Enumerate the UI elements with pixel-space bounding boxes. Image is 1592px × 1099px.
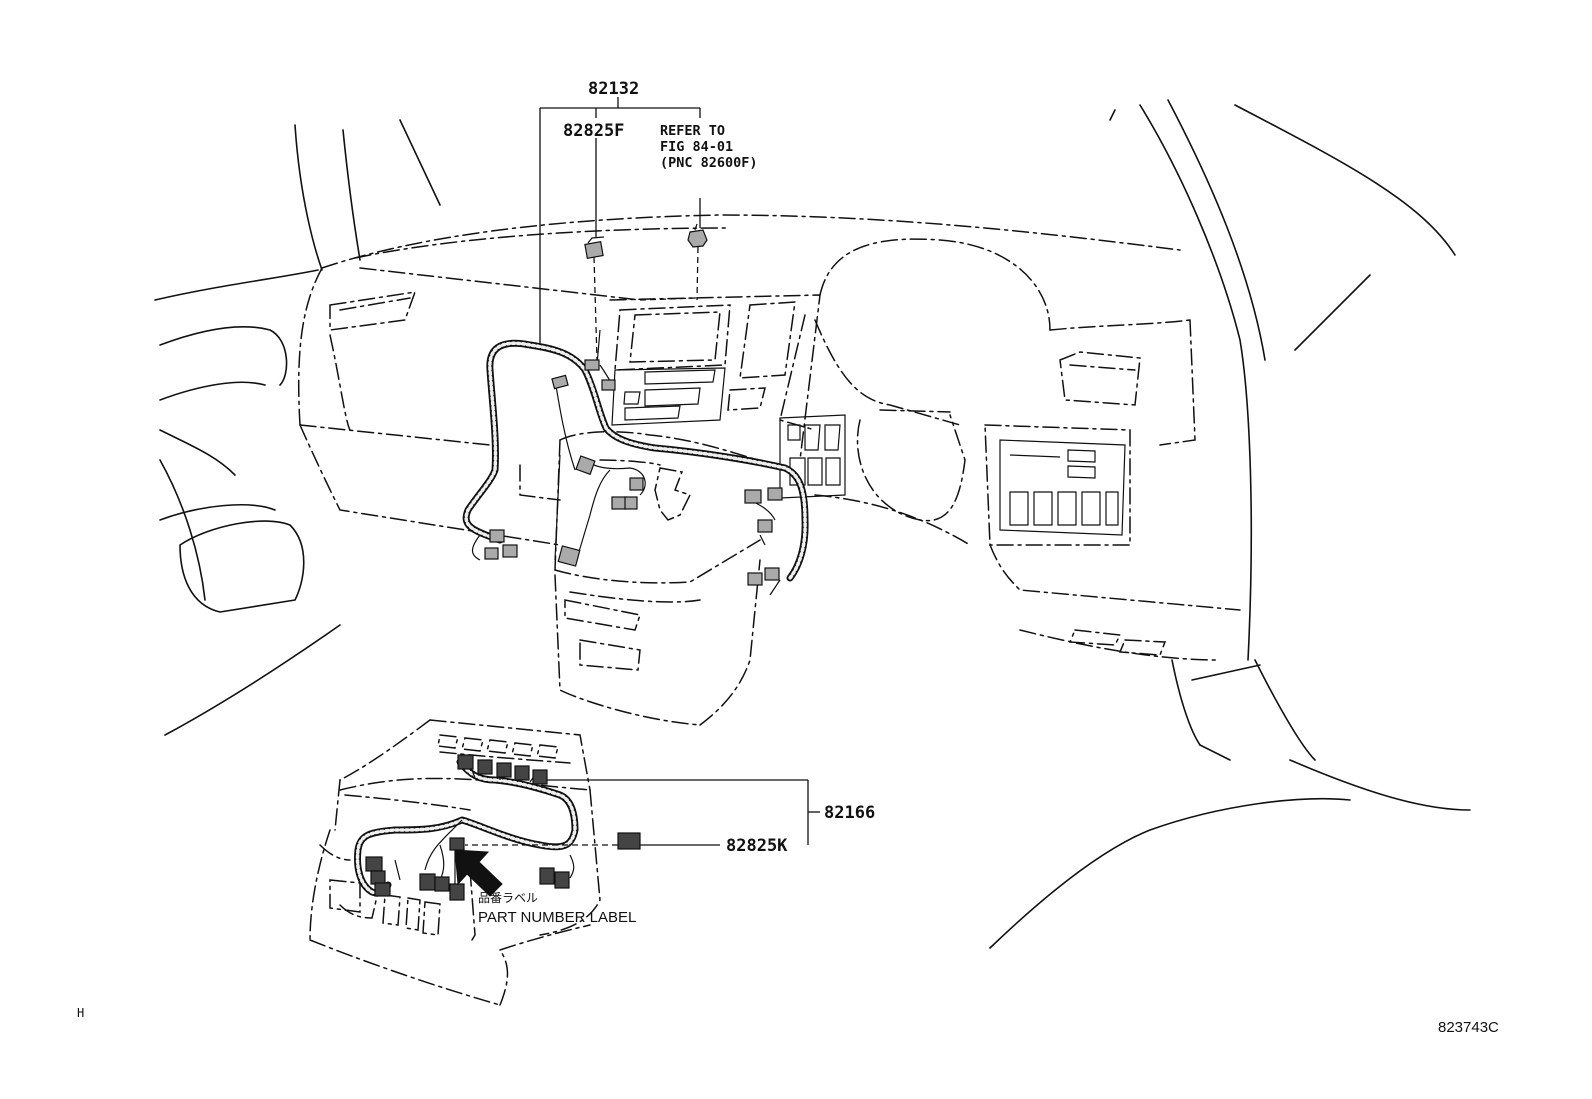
refer-to-line-2: FIG 84-01 xyxy=(660,139,733,155)
clip-82825K-part xyxy=(465,832,641,850)
top-callout-leaders xyxy=(539,97,701,361)
left-door-outline xyxy=(154,119,441,736)
right-pillar-outline xyxy=(989,99,1471,949)
part-number-82825F: 82825F xyxy=(563,121,624,141)
rear-console-connectors xyxy=(365,754,570,901)
refer-to-line-1: REFER TO xyxy=(660,123,725,139)
part-number-label-japanese: 品番ラベル xyxy=(478,891,538,905)
main-harness-connectors xyxy=(484,359,783,586)
corner-mark: H xyxy=(77,1006,84,1020)
rear-callout-leaders xyxy=(547,779,820,846)
part-number-82132: 82132 xyxy=(588,79,639,99)
part-number-label-arrow xyxy=(454,849,503,897)
illustration-id: 823743C xyxy=(1438,1019,1499,1036)
rear-console-outline xyxy=(309,719,601,1006)
rear-console-harness-82166 xyxy=(354,758,579,897)
refer-to-line-3: (PNC 82600F) xyxy=(660,155,758,171)
part-number-82166: 82166 xyxy=(824,803,875,823)
clip-82600F-part xyxy=(687,223,708,248)
instrument-panel-outline xyxy=(297,214,1241,661)
clip-82825F-part xyxy=(584,236,605,259)
part-number-82825K: 82825K xyxy=(726,836,788,856)
part-number-label-text: PART NUMBER LABEL xyxy=(478,909,636,926)
